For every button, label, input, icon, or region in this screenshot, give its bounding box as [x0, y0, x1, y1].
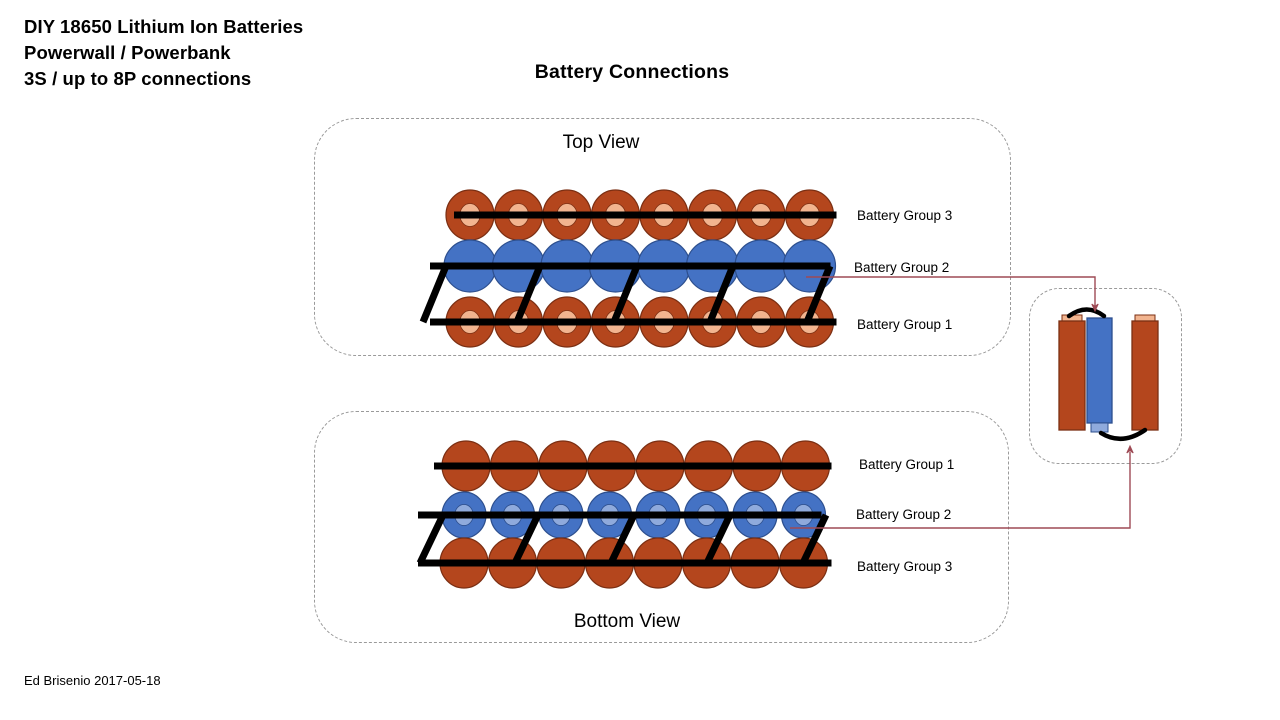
title-line-2: Powerwall / Powerbank	[24, 42, 231, 63]
bottom-view-group-label-1: Battery Group 1	[859, 457, 955, 472]
top-view-group-label-1: Battery Group 1	[857, 317, 953, 332]
bottom-view-group-label-2: Battery Group 2	[856, 507, 952, 522]
top-view-caption: Top View	[562, 132, 640, 153]
top-view-group-label-3: Battery Group 3	[857, 208, 953, 223]
page-title: Battery Connections	[534, 61, 730, 83]
title-block: DIY 18650 Lithium Ion Batteries Powerwal…	[24, 14, 303, 92]
footer-credit: Ed Brisenio 2017-05-18	[24, 673, 161, 688]
bottom-view-panel	[314, 411, 1009, 643]
top-view-group-label-2: Battery Group 2	[854, 260, 950, 275]
title-line-3: 3S / up to 8P connections	[24, 68, 252, 89]
top-view-panel	[314, 118, 1011, 356]
title-line-1: DIY 18650 Lithium Ion Batteries	[24, 16, 304, 37]
bottom-view-caption: Bottom View	[573, 611, 681, 632]
side-view-panel	[1029, 288, 1182, 464]
bottom-view-group-label-3: Battery Group 3	[857, 559, 953, 574]
